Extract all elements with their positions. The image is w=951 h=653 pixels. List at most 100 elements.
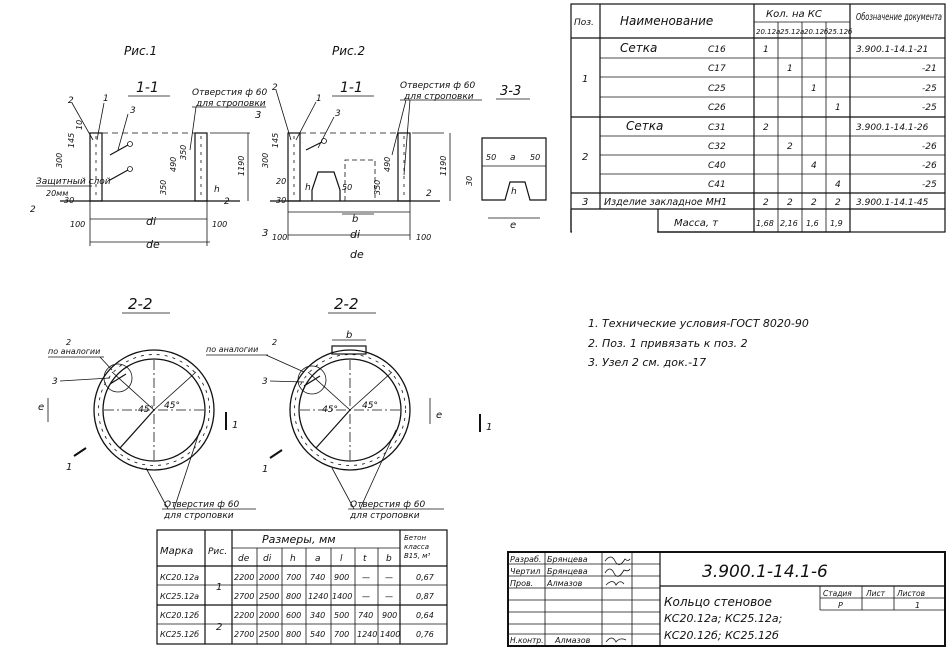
spec-doc-2: -21 <box>922 64 937 74</box>
plan-right-angle-a: 45° <box>322 405 338 415</box>
fig2-dim-de: de <box>350 248 364 261</box>
dims-r1-t: — <box>362 573 370 582</box>
figure-1: Рис.1 1-1 2 1 3 300 145 10 350 490 350 1… <box>30 44 250 251</box>
spec-table: Поз. Наименование Кол. на КС Обозначение… <box>570 3 946 233</box>
spec-code-4: С26 <box>708 103 726 113</box>
dims-r4-b: 1400 <box>380 630 400 639</box>
plan-left-hole-leader-a <box>145 467 169 510</box>
dims-r3-b: 900 <box>382 611 397 620</box>
fig2-title: Рис.2 <box>332 44 365 58</box>
dims-fig-group-1: 1 <box>216 582 222 593</box>
plan-right-ray-2 <box>349 371 393 411</box>
fig1-hole-lower <box>127 166 133 172</box>
spec-h-sub-1: 20.12а <box>756 28 780 36</box>
dims-r1-b: — <box>385 573 393 582</box>
tb-signature-1 <box>604 556 631 565</box>
spec-mass-label: Масса, т <box>674 218 719 229</box>
dims-col-h: h <box>290 554 296 564</box>
dims-r2-mark: КС25.12а <box>160 592 199 601</box>
fig2-hole-leader-a <box>391 99 407 156</box>
tb-stage: Р <box>838 601 843 610</box>
spec-doc-5: 3.900.1-14.1-26 <box>856 123 929 133</box>
fig1-hole-leader <box>189 106 197 151</box>
plan-left-cut-1-left: 1 <box>66 462 72 473</box>
fig2-dim-100-left: 100 <box>272 233 287 242</box>
dims-row-4: КС25.12б 2700 2500 800 540 700 1240 1400… <box>160 630 434 639</box>
plan-right-dim-e: e <box>436 410 442 421</box>
fig1-protective-mm: 20мм <box>46 189 68 198</box>
fig1-protective-layer: Защитный слой <box>36 177 111 187</box>
title-block: Разраб. Чертил Пров. Н.контр. Брянцева Б… <box>507 551 946 647</box>
fig1-cut-2-right: 2 <box>224 197 230 207</box>
spec-q-3-3: 1 <box>811 84 817 94</box>
dims-r2-di: 2500 <box>259 592 279 601</box>
plan-right-hole-label: Отверстия ф 60 <box>350 500 425 510</box>
fig2-right-wall <box>397 132 411 202</box>
tb-sheets: 1 <box>915 601 920 610</box>
spec-doc-7: -26 <box>922 161 937 171</box>
spec-name-2: Сетка <box>626 119 663 133</box>
fig1-dim-350: 350 <box>159 180 168 195</box>
plan-right-angle-b: 45° <box>362 401 378 411</box>
dims-fig-group-2: 2 <box>216 622 222 633</box>
plan-2-2-left: 2-2 45° 45° 2 по аналогии 3 e 1 1 Отверс… <box>38 295 256 521</box>
fig1-loop-lower <box>109 169 129 181</box>
dims-r4-t: 1240 <box>357 630 377 639</box>
plan-left-inner-ring <box>102 358 206 462</box>
dims-frame <box>156 529 448 645</box>
dims-r3-di: 2000 <box>259 611 279 620</box>
plan-right-hole-leader-b <box>359 429 397 510</box>
dims-r4-di: 2500 <box>259 630 279 639</box>
tb-doc-code: 3.900.1-14.1-6 <box>702 562 828 582</box>
plan-left-angle-a: 45° <box>138 405 154 415</box>
fig2-opening-center <box>344 159 376 201</box>
plan-right-hole-sub: для строповки <box>349 511 420 521</box>
fig1-dim-300: 300 <box>55 153 64 168</box>
fig1-hole-upper <box>127 141 133 147</box>
fig2-dim-30: 30 <box>276 196 286 205</box>
fig1-leader-1 <box>96 102 105 141</box>
fig2-dim-145: 145 <box>271 133 280 148</box>
fig1-mark-3: 3 <box>130 106 136 116</box>
plan-left-cut-mark-l <box>73 447 87 457</box>
dims-r2-v: 0,87 <box>416 592 435 601</box>
fig2-mark-3: 3 <box>335 109 341 119</box>
plan-right-cut-1-left: 1 <box>262 464 268 475</box>
spec-q-6-2: 2 <box>787 142 793 152</box>
dims-r3-h: 600 <box>286 611 301 620</box>
dims-r2-a: 1240 <box>308 592 328 601</box>
spec-h-sub-4: 25.12б <box>828 28 853 36</box>
spec-name-3: Изделие закладное МН1 <box>604 197 727 208</box>
fig2-mark-1: 1 <box>316 94 322 104</box>
plan-right-analogy: по аналогии <box>206 345 258 354</box>
dims-row-3: КС20.12б 2200 2000 600 340 500 740 900 0… <box>160 611 434 620</box>
spec-doc-1: 3.900.1-14.1-21 <box>856 45 928 55</box>
plan-right-cut-mark-l <box>269 449 283 459</box>
spec-pos-3: 3 <box>582 197 588 208</box>
spec-doc-9: 3.900.1-14.1-45 <box>856 198 929 208</box>
spec-h-qty: Кол. на КС <box>766 9 822 20</box>
spec-pos-2: 2 <box>582 152 588 163</box>
dims-col-b: b <box>386 554 392 564</box>
s33-label: 3-3 <box>500 84 521 99</box>
fig1-dim-145: 145 <box>67 133 76 148</box>
spec-q-9-3: 2 <box>811 198 817 208</box>
fig1-dim-490: 490 <box>169 157 178 172</box>
dims-r3-mark: КС20.12б <box>160 611 199 620</box>
fig2-hole-label: Отверстия ф 60 <box>400 81 475 91</box>
spec-pos-1: 1 <box>582 74 588 85</box>
dims-h-concrete-3: В15, м³ <box>404 552 430 560</box>
dims-col-t: t <box>363 554 367 564</box>
plan-left-cut-1: 1 <box>232 420 238 431</box>
spec-code-2: С17 <box>708 64 726 74</box>
dims-r2-de: 2700 <box>234 592 254 601</box>
note-1: 1. Технические условия-ГОСТ 8020-90 <box>588 317 809 330</box>
plan-right-hole-leader-a <box>331 467 355 510</box>
plan-left-mark-2: 2 <box>66 338 71 347</box>
fig2-leader-3 <box>317 116 335 149</box>
spec-q-9-4: 2 <box>835 198 841 208</box>
plan-right-mesh <box>294 354 406 466</box>
fig1-dim-h: h <box>214 185 220 195</box>
plan-right-mark-3: 3 <box>262 377 268 387</box>
note-3: 3. Узел 2 см. док.-17 <box>588 356 706 369</box>
